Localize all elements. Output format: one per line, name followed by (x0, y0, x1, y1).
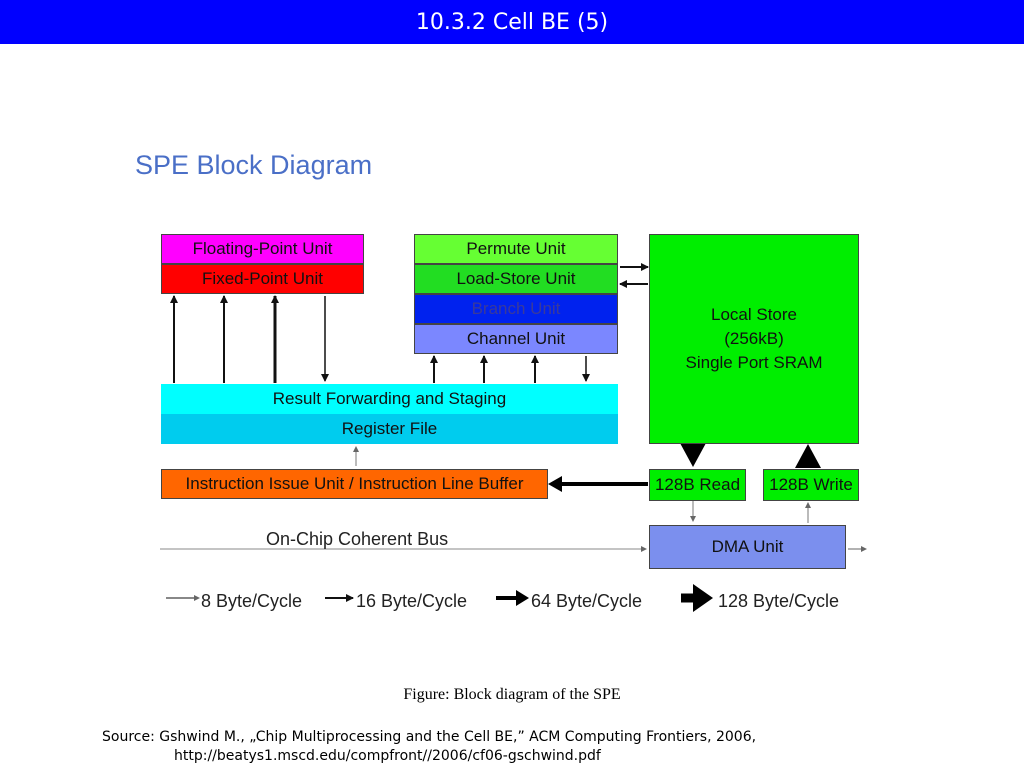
diagram-title: SPE Block Diagram (135, 150, 373, 180)
source-line-1: Source: Gshwind M., „Chip Multiprocessin… (102, 729, 757, 745)
local-store-type: Single Port SRAM (685, 353, 823, 372)
arrowhead-store-to-read (680, 443, 706, 467)
branch-unit: Branch Unit (414, 294, 618, 324)
floating-point-unit: Floating-Point Unit (161, 234, 364, 264)
legend-128-byte: 128 Byte/Cycle (718, 591, 840, 611)
legend-arrow-64-head (516, 590, 529, 606)
read-128b: 128B Read (649, 469, 746, 501)
figure-caption: Figure: Block diagram of the SPE (403, 686, 621, 703)
source-line-2: http://beatys1.mscd.edu/compfront//2006/… (174, 748, 601, 764)
legend-arrow-128-head (693, 584, 713, 612)
dma-unit: DMA Unit (649, 525, 846, 569)
fixed-point-unit: Fixed-Point Unit (161, 264, 364, 294)
legend-64-byte: 64 Byte/Cycle (531, 591, 643, 611)
slide-title: 10.3.2 Cell BE (5) (0, 0, 1024, 44)
result-forwarding-staging: Result Forwarding and Staging (161, 384, 618, 414)
load-store-unit: Load-Store Unit (414, 264, 618, 294)
local-store-label: Local Store (711, 305, 797, 324)
arrowhead-write-to-store (795, 444, 821, 468)
write-128b: 128B Write (763, 469, 859, 501)
instruction-issue-unit: Instruction Issue Unit / Instruction Lin… (161, 469, 548, 499)
source-citation: Source: Gshwind M., „Chip Multiprocessin… (102, 728, 756, 766)
legend-8-byte: 8 Byte/Cycle (201, 591, 303, 611)
legend-16-byte: 16 Byte/Cycle (356, 591, 468, 611)
local-store: Local Store (256kB) Single Port SRAM (649, 234, 859, 444)
channel-unit: Channel Unit (414, 324, 618, 354)
permute-unit: Permute Unit (414, 234, 618, 264)
local-store-size: (256kB) (724, 329, 784, 348)
arrowhead-read-to-issue (548, 476, 562, 492)
register-file: Register File (161, 414, 618, 444)
bus-label: On-Chip Coherent Bus (266, 529, 449, 549)
